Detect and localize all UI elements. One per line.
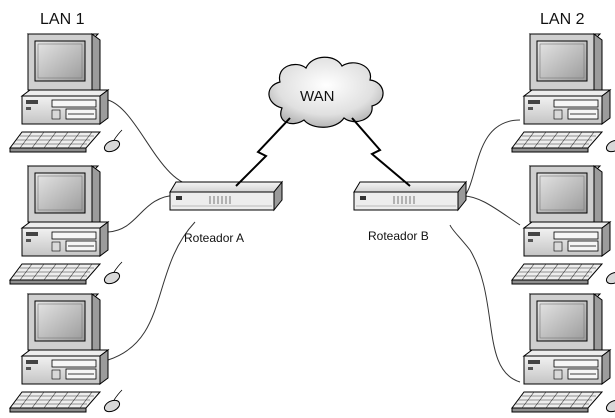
lan2-title: LAN 2 bbox=[540, 11, 585, 28]
lan2-computer-2 bbox=[511, 165, 615, 287]
cable-lan2-pc1 bbox=[459, 119, 521, 201]
lan2-computers bbox=[511, 33, 615, 415]
cable-lan2-pc2 bbox=[461, 195, 521, 226]
network-cables bbox=[107, 99, 521, 383]
lan1-title: LAN 1 bbox=[40, 11, 85, 28]
lan1-computers bbox=[9, 33, 123, 415]
cable-lan1-pc1 bbox=[107, 99, 201, 187]
router-a bbox=[169, 181, 283, 211]
router-b-label: Roteador B bbox=[368, 229, 429, 243]
lan1-computer-1 bbox=[9, 33, 123, 155]
router-a-label: Roteador A bbox=[184, 231, 244, 245]
lan2-computer-3 bbox=[511, 293, 615, 415]
cable-lan1-pc2 bbox=[107, 194, 179, 233]
lan1-computer-2 bbox=[9, 165, 123, 287]
router-b bbox=[353, 181, 467, 211]
lan1-computer-3 bbox=[9, 293, 123, 415]
wan-link-b bbox=[351, 117, 411, 187]
cable-lan2-pc3 bbox=[449, 224, 521, 383]
wan-cloud bbox=[268, 56, 384, 128]
wan-label: WAN bbox=[300, 88, 334, 105]
wan-link-a bbox=[235, 117, 291, 187]
cable-lan1-pc3 bbox=[107, 221, 196, 361]
lan2-computer-1 bbox=[511, 33, 615, 155]
